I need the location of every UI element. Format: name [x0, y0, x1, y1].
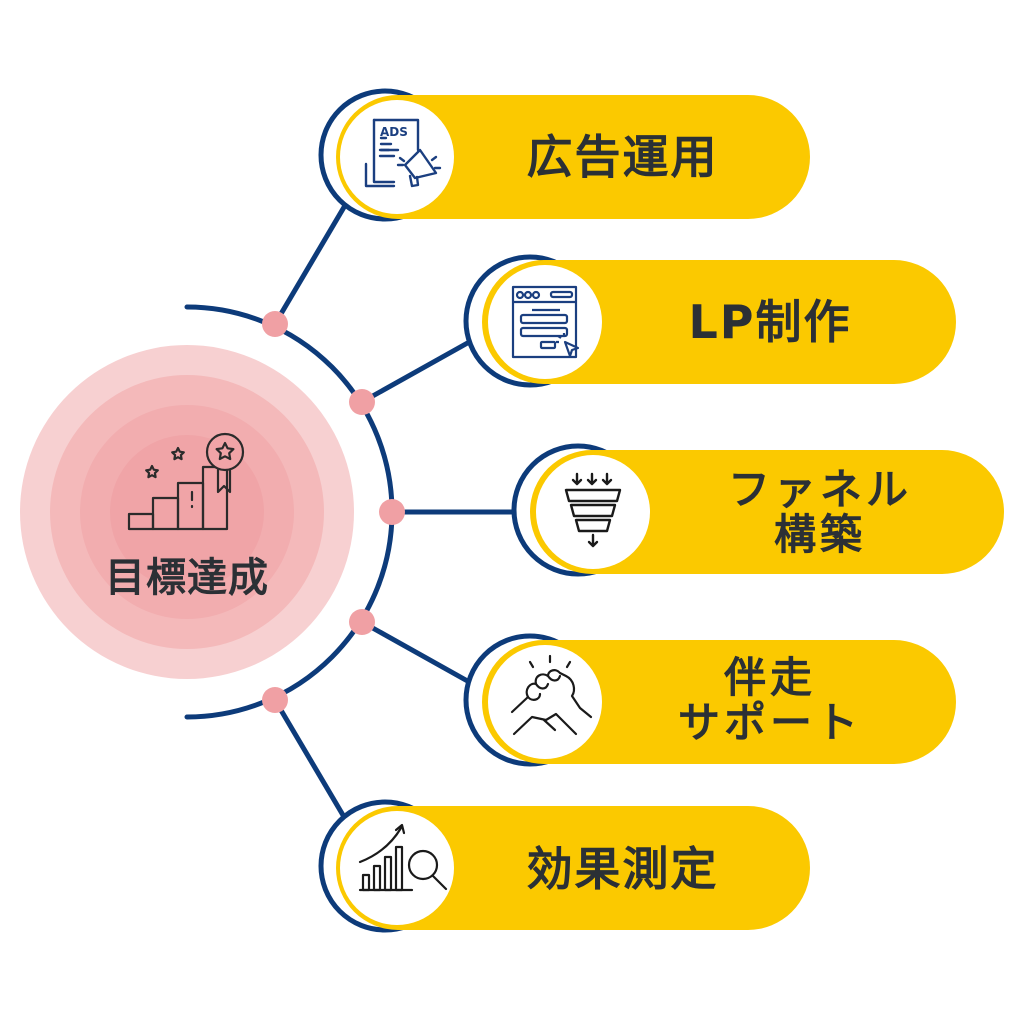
item-label-funnel-line1: ファネル [727, 465, 912, 515]
pill-funnel [530, 450, 1004, 574]
junction-dot-ads [262, 311, 288, 337]
item-label-lp: LP制作 [610, 275, 930, 370]
connector-lines [272, 195, 525, 829]
item-label-support-line2: サポート [677, 697, 862, 747]
ads-megaphone-icon: ADS [364, 118, 442, 188]
icon-bg-funnel [536, 455, 650, 569]
pill-measure [336, 806, 810, 930]
funnel-icon [564, 472, 622, 548]
pill-support [482, 640, 956, 764]
item-label-measure: 効果測定 [465, 822, 780, 917]
handshake-icon [510, 654, 593, 736]
svg-text:ADS: ADS [380, 125, 408, 139]
center-label: 目標達成 [105, 555, 269, 601]
connector-line-measure [272, 698, 353, 829]
item-label-ads: 広告運用 [465, 110, 780, 205]
junction-dot-support [349, 609, 375, 635]
connector-line-lp [360, 333, 482, 405]
center-rings [20, 345, 354, 679]
goal-achievement-stairs-medal-icon [127, 432, 245, 531]
icon-bg-support [488, 645, 602, 759]
item-label-lp-line1: LP制作 [688, 295, 852, 350]
item-label-ads-line1: 広告運用 [526, 130, 719, 185]
junction-dots [262, 311, 405, 713]
node-funnel [511, 443, 1004, 577]
junction-dot-measure [262, 687, 288, 713]
connector-line-ads [272, 195, 353, 326]
item-label-support-line1: 伴走 [723, 653, 816, 703]
connector-line-support [360, 619, 482, 691]
pill-ads [336, 95, 810, 219]
junction-dot-funnel [379, 499, 405, 525]
landing-page-browser-icon [511, 285, 580, 359]
item-label-measure-line1: 効果測定 [526, 842, 719, 897]
pill-lp [482, 260, 956, 384]
junction-dot-lp [349, 389, 375, 415]
item-label-funnel-line2: 構築 [773, 509, 866, 559]
item-label-support: 伴走 サポート [610, 648, 930, 753]
analytics-magnifier-icon [358, 823, 448, 892]
item-label-funnel: ファネル 構築 [660, 460, 980, 565]
